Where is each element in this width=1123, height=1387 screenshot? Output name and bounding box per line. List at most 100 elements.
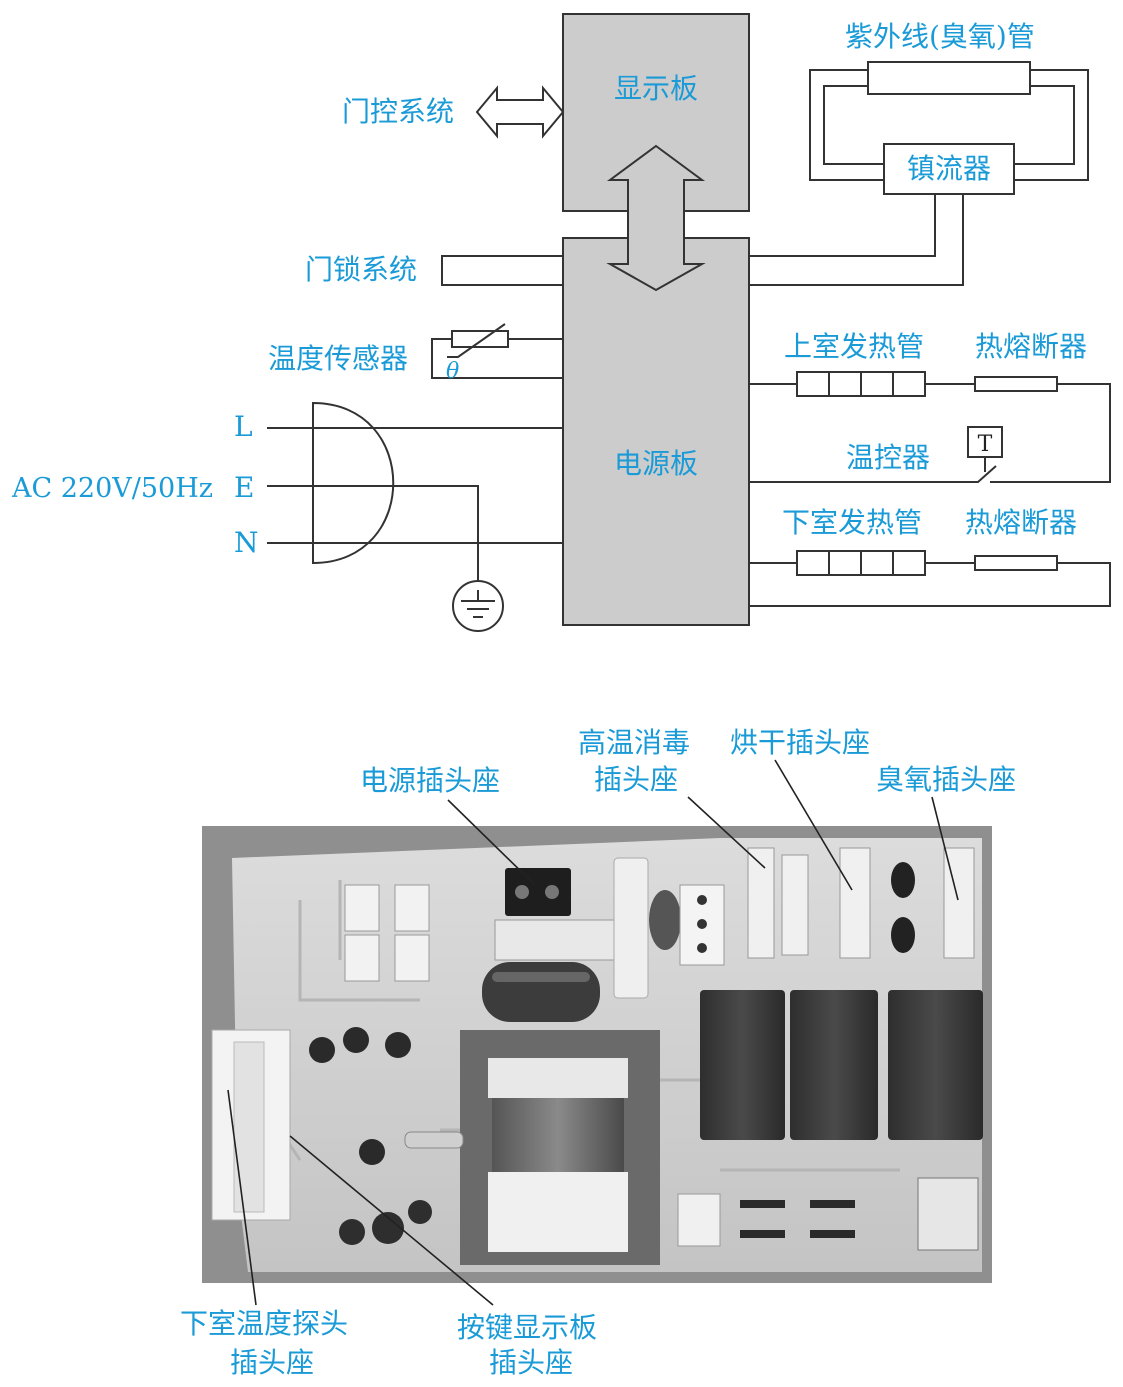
diode [810,1200,855,1208]
high-temp-label-2: 插头座 [594,763,678,796]
door-control-arrow [475,85,565,139]
upper-heater-label: 上室发热管 [784,330,924,363]
power-board-label: 电源板 [614,447,698,480]
theta-symbol: θ [446,359,459,384]
lower-probe-label-1: 下室温度探头 [180,1307,348,1340]
transformer-coil [492,1098,624,1172]
power-socket-label: 电源插头座 [360,764,500,797]
key-display-label-2: 插头座 [489,1346,573,1379]
power-board [562,237,750,626]
thermostat-wire [749,457,997,483]
temp-sensor-label: 温度传感器 [268,342,408,375]
door-lock-wire [441,255,563,286]
line-L-label: L [234,410,253,443]
high-temp-socket-part [747,847,775,959]
line-E-label: E [234,471,254,504]
key-display-label-1: 按键显示板 [457,1311,597,1344]
electrolytic-capacitor [408,1200,432,1224]
capacitor-highlight [492,972,590,982]
transistor [385,1032,411,1058]
drying-socket-label: 烘干插头座 [730,726,870,759]
resistor [404,1131,464,1149]
transformer-bobbin [488,1172,628,1252]
ozone-socket-leader [931,796,959,901]
display-board-label: 显示板 [614,72,698,105]
uv-tube [867,61,1031,95]
uv-loop-outer [809,69,1089,181]
upper-fuse-label: 热熔断器 [975,330,1087,363]
terminal [781,854,809,956]
electrolytic-capacitor [339,1219,365,1245]
lower-probe-leader [227,1089,257,1306]
ground-symbol [452,580,504,632]
schematic-diagram: 显示板 电源板 门控系统 门锁系统 温度传感器 θ 紫外线(臭氧)管 镇流器 上… [11,13,1111,632]
ac-supply-label: AC 220V/50Hz [11,473,213,504]
relay [888,990,983,1140]
ballast-label: 镇流器 [907,152,991,185]
pin [697,919,707,929]
relay [790,990,878,1140]
mounting-hole [891,917,915,953]
door-control-label: 门控系统 [342,95,454,128]
ballast-wire [749,194,964,286]
line-N-label: N [234,526,259,559]
drying-socket-part [839,847,871,959]
lower-fuse-label: 热熔断器 [965,506,1077,539]
board-link-arrow [606,144,706,292]
ac-wires [267,427,563,590]
transistor [343,1027,369,1053]
upper-thermal-fuse [974,376,1058,392]
relay [700,990,785,1140]
high-temp-label-1: 高温消毒 [578,726,690,759]
lower-probe-label-2: 插头座 [230,1346,314,1379]
thermistor [451,330,509,348]
high-temp-leader [687,796,766,869]
thermostat-label: 温控器 [846,441,930,474]
power-socket-pin [545,885,559,899]
varistor [649,890,681,950]
thermostat-box [967,426,1003,458]
lower-heater-divs [828,551,894,575]
upper-heater-wire [749,383,1111,483]
pin [697,895,707,905]
power-socket-leader [447,799,536,886]
upper-heater-divs [828,372,894,396]
pcb-photo [202,826,992,1283]
small-connector [677,1193,721,1247]
diode [740,1230,785,1238]
ozone-socket-label: 臭氧插头座 [876,763,1016,796]
lower-thermal-fuse [974,555,1058,571]
uv-loop-inner [823,85,1075,165]
transistor [309,1037,335,1063]
ballast [883,143,1015,195]
header-inner [233,1041,265,1213]
thermistor-slash [447,323,506,358]
power-socket-pin [515,885,529,899]
pin [697,943,707,953]
connector [394,934,430,982]
connector [394,884,430,932]
door-lock-label: 门锁系统 [305,253,417,286]
connector [344,934,380,982]
temp-sensor-wire [431,338,563,379]
diode [740,1200,785,1208]
mounting-hole [891,862,915,898]
drying-socket-leader [774,759,853,891]
thermostat-symbol: T [978,432,993,457]
lower-heater-label: 下室发热管 [782,506,922,539]
capacitor [482,962,600,1022]
uv-tube-label: 紫外线(臭氧)管 [845,20,1035,53]
cement-resistor [613,857,649,999]
diode [810,1230,855,1238]
ground-lines [461,590,495,618]
pcb-table [917,1177,979,1251]
electrolytic-capacitor [372,1212,404,1244]
connector [344,884,380,932]
power-socket-part [505,868,571,916]
transistor [359,1139,385,1165]
pcb-label-strip [494,919,621,961]
photo-callouts: 电源插头座 高温消毒 插头座 烘干插头座 臭氧插头座 下室温度探头 插头座 按键… [180,726,1016,1379]
key-display-leader [289,1135,494,1306]
transformer-core [488,1058,628,1098]
lower-heater-wire [749,562,1111,607]
